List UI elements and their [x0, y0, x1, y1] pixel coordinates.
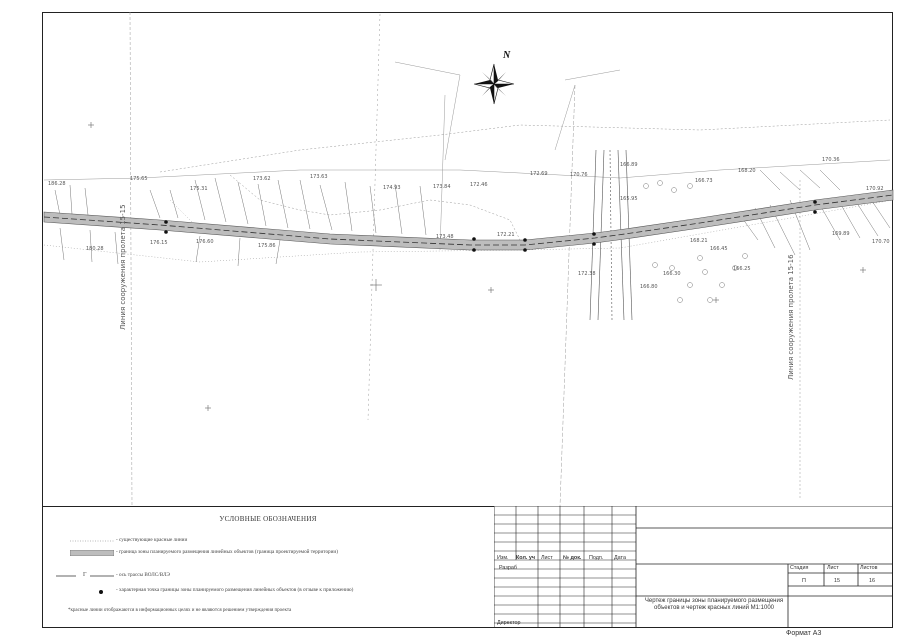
elevation-label: 173.62	[253, 176, 271, 182]
axis-line-icon	[56, 575, 114, 577]
terrain-hatching	[54, 169, 891, 267]
legend-item-label: - граница зоны планируемого размещения л…	[116, 549, 338, 555]
survey-lines	[43, 11, 894, 507]
elevation-label: 166.45	[710, 246, 728, 252]
elevation-label: 168.21	[690, 238, 708, 244]
legend: УСЛОВНЫЕ ОБОЗНАЧЕНИЯ - существующие крас…	[42, 506, 494, 628]
point-dot-icon	[99, 590, 103, 594]
legend-item-label: - существующие красные линии	[116, 537, 188, 543]
stamp-role-developer: Разраб	[499, 565, 517, 571]
elevation-label: 173.63	[310, 174, 328, 180]
elevation-label: 172.21	[497, 232, 515, 238]
elevation-label: 166.80	[640, 284, 658, 290]
elevation-label: 169.89	[832, 231, 850, 237]
elevation-label: 180.28	[86, 246, 104, 252]
legend-note: *красные линии отображаются в информацио…	[68, 608, 292, 613]
stamp-sheet-value: 15	[834, 578, 840, 584]
elevation-labels: 186.28 175.65 175.31 173.62 173.63 174.9…	[48, 157, 890, 290]
elevation-label: 172.38	[578, 271, 596, 277]
elevation-label: 170.36	[822, 157, 840, 163]
stamp-header-date: Дата	[614, 555, 626, 561]
elevation-label: 186.28	[48, 181, 66, 187]
stamp-sheet-header: Лист	[827, 565, 839, 571]
elevation-label: 172.46	[470, 182, 488, 188]
elevation-label: 166.25	[733, 266, 751, 272]
tree-symbols	[643, 180, 748, 303]
elevation-label: 175.86	[258, 243, 276, 249]
elevation-label: 170.70	[872, 239, 890, 245]
elevation-label: 173.48	[436, 234, 454, 240]
legend-title: УСЛОВНЫЕ ОБОЗНАЧЕНИЯ	[219, 515, 317, 523]
elevation-label: 173.84	[433, 184, 451, 190]
stamp-header-izm: Изм.	[497, 555, 509, 561]
stamp-header-list: Лист	[541, 555, 553, 561]
stamp-header-doc: № док.	[563, 555, 582, 561]
boundary-points	[164, 200, 817, 252]
left-span-label: Линия сооружения пролета 15-15	[119, 204, 127, 330]
stamp-header-sign: Подп.	[589, 555, 604, 561]
hatched-band-icon	[70, 550, 114, 556]
drawing-frame	[42, 12, 893, 628]
stamp-stage-value: П	[802, 578, 806, 584]
drawing-title: Чертеж границы зоны планируемого размеще…	[644, 598, 784, 611]
elevation-label: 165.95	[620, 196, 638, 202]
dotted-line-icon	[70, 540, 114, 542]
axis-symbol-letter: Г	[83, 572, 87, 578]
stamp-sheets-header: Листов	[860, 565, 878, 571]
elevation-label: 175.31	[190, 186, 208, 192]
elevation-label: 170.92	[866, 186, 884, 192]
legend-item-label: - ось трассы ВОЛС/ВЛЭ	[116, 572, 170, 578]
north-label: N	[502, 50, 511, 61]
stamp-role-director: Директор	[497, 620, 521, 626]
north-arrow-icon	[473, 63, 515, 105]
elevation-label: 175.65	[130, 176, 148, 182]
legend-item-label: - характерная точка границы зоны планиру…	[116, 587, 354, 593]
stamp-header-kol: Кол. уч	[516, 555, 535, 561]
format-label: Формат А3	[786, 630, 822, 637]
stamp-sheets-value: 16	[869, 578, 875, 584]
title-block	[494, 506, 893, 628]
elevation-label: 170.76	[570, 172, 588, 178]
elevation-label: 168.20	[738, 168, 756, 174]
right-span-label: Линия сооружения пролета 15-16	[787, 254, 795, 380]
grid-crosses	[88, 122, 866, 411]
elevation-label: 166.89	[620, 162, 638, 168]
elevation-label: 176.15	[150, 240, 168, 246]
planning-zone-corridor	[43, 189, 894, 251]
elevation-label: 172.69	[530, 171, 548, 177]
stamp-stage-header: Стадия	[790, 565, 809, 571]
elevation-label: 176.60	[196, 239, 214, 245]
elevation-label: 166.30	[663, 271, 681, 277]
elevation-label: 174.93	[383, 185, 401, 191]
elevation-label: 166.73	[695, 178, 713, 184]
